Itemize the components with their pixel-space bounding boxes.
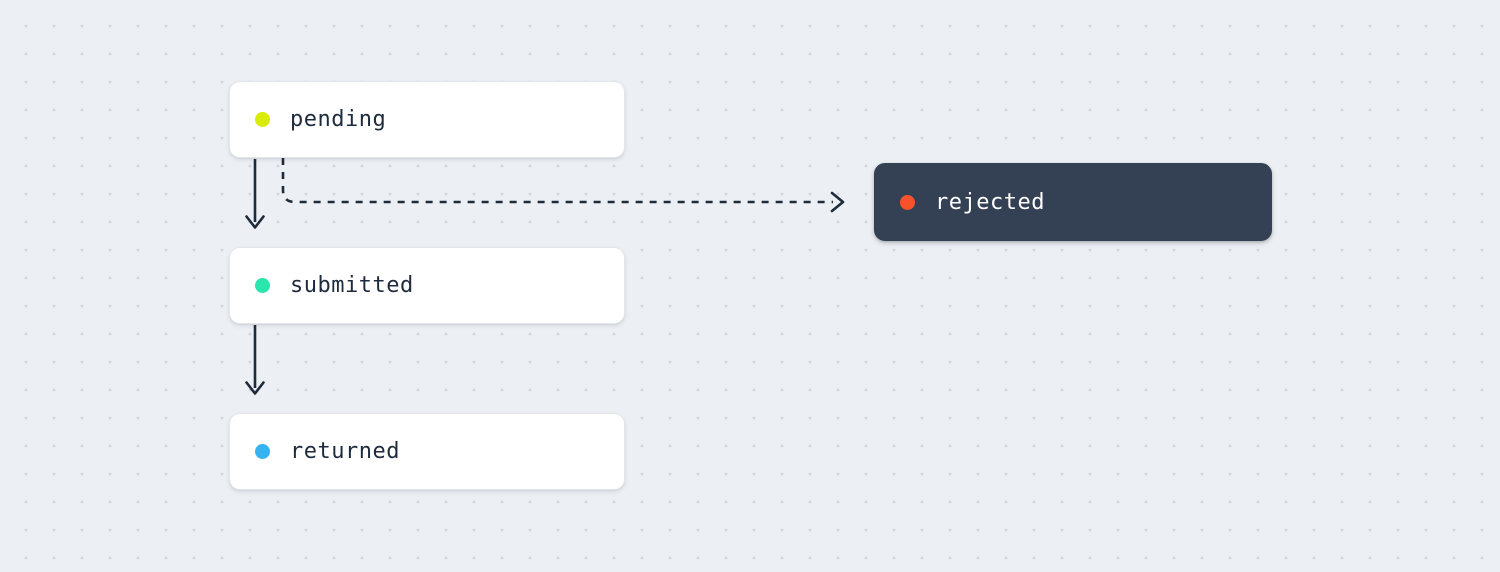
status-dot-pending: [255, 112, 270, 127]
node-returned[interactable]: returned: [229, 413, 625, 490]
status-dot-submitted: [255, 278, 270, 293]
node-label-returned: returned: [290, 439, 400, 464]
node-label-pending: pending: [290, 107, 387, 132]
node-pending[interactable]: pending: [229, 81, 625, 158]
edge-line-dashed: [281, 158, 833, 204]
node-rejected[interactable]: rejected: [874, 163, 1272, 241]
edge-pending-to-submitted: [245, 159, 265, 229]
edge-submitted-to-returned: [245, 325, 265, 395]
status-dot-rejected: [900, 194, 915, 210]
arrowhead-chevron-right-icon: [830, 191, 845, 213]
node-label-submitted: submitted: [290, 273, 414, 298]
node-label-rejected: rejected: [935, 189, 1045, 215]
arrowhead-chevron-down-icon: [245, 215, 265, 229]
node-submitted[interactable]: submitted: [229, 247, 625, 324]
edge-pending-to-rejected: [281, 158, 845, 213]
status-dot-returned: [255, 444, 270, 459]
arrowhead-chevron-down-icon: [245, 381, 265, 395]
